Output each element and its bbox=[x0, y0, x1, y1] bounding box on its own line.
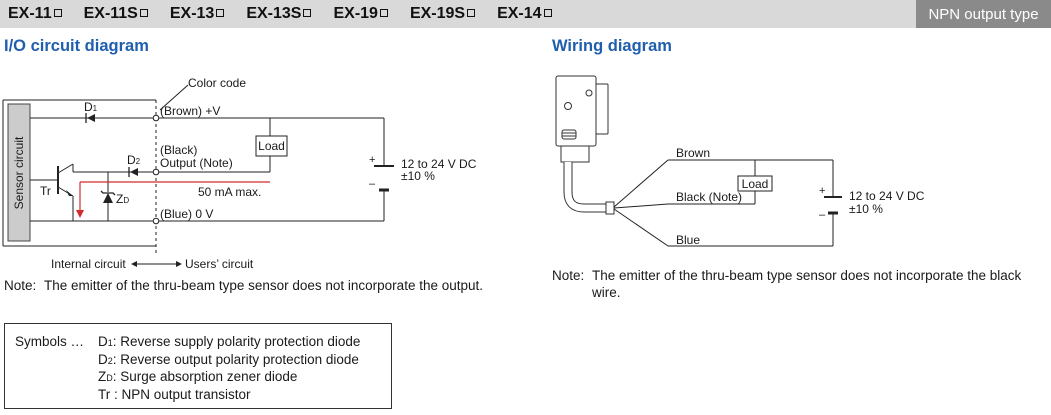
d2-diode-icon bbox=[130, 168, 138, 176]
variant-square-icon bbox=[543, 9, 552, 17]
black-label: Black (Note) bbox=[676, 190, 742, 204]
symbol-row-zd: ZD: Surge absorption zener diode bbox=[15, 369, 391, 387]
blue-label: Blue bbox=[676, 233, 700, 247]
symbol-row-d2: D2: Reverse output polarity protection d… bbox=[15, 352, 391, 370]
variant-square-icon bbox=[216, 9, 225, 17]
zener-diode-icon bbox=[103, 193, 113, 203]
symbols-prefix: Symbols … bbox=[15, 334, 85, 349]
zd-label: ZD bbox=[116, 192, 129, 206]
zener-diode-bar bbox=[100, 190, 116, 196]
io-note-text: The emitter of the thru-beam type sensor… bbox=[44, 278, 484, 293]
model-header-bar: EX-11 EX-11S EX-13 EX-13S EX-19 EX-19S E… bbox=[0, 0, 1051, 28]
symbol-zd: Z bbox=[98, 369, 107, 384]
d2-label: D2 bbox=[127, 153, 141, 167]
output-note-label: Output (Note) bbox=[160, 156, 233, 170]
brown-wire-label: (Brown) +V bbox=[160, 104, 220, 118]
variant-square-icon bbox=[467, 9, 476, 17]
sensor-mount-hole-side bbox=[585, 89, 593, 97]
symbol-d1: D bbox=[98, 334, 108, 349]
model-ex-13: EX-13 bbox=[170, 5, 225, 23]
terminal-brown bbox=[152, 114, 160, 122]
terminal-blue bbox=[152, 217, 160, 225]
symbols-legend-box: Symbols … D1: Reverse supply polarity pr… bbox=[4, 323, 392, 409]
wiring-diagram: Brown Black (Note) Blue Load + – 12 to 2… bbox=[555, 75, 925, 247]
supply-minus-label: – bbox=[819, 209, 826, 221]
load-box bbox=[737, 175, 773, 192]
sensor-cable-inner bbox=[564, 162, 608, 212]
load-label: Load bbox=[258, 139, 285, 153]
model-ex-11: EX-11 bbox=[8, 5, 62, 23]
current-label: 50 mA max. bbox=[198, 185, 261, 199]
wiring-note: Note: The emitter of the thru-beam type … bbox=[552, 267, 1032, 301]
supply-minus-label: – bbox=[369, 178, 376, 190]
model-ex-19s: EX-19S bbox=[410, 5, 476, 23]
symbol-zd-sub: D bbox=[106, 373, 113, 383]
sensor-circuit-box bbox=[7, 103, 31, 242]
symbol-row-tr: Tr : NPN output transistor bbox=[15, 387, 391, 404]
supply-voltage-label: 12 to 24 V DC bbox=[849, 189, 925, 203]
supply-plus-label: + bbox=[369, 154, 375, 166]
supply-plus-label: + bbox=[819, 185, 825, 197]
symbol-d2-desc: : Reverse output polarity protection dio… bbox=[112, 351, 359, 367]
black-wire bbox=[613, 203, 669, 209]
model-ex-19: EX-19 bbox=[333, 5, 388, 23]
tr-label: Tr bbox=[40, 184, 51, 198]
symbol-zd-desc: : Surge absorption zener diode bbox=[112, 369, 298, 384]
wiring-note-text: The emitter of the thru-beam type sensor… bbox=[592, 268, 1022, 300]
model-ex-14: EX-14 bbox=[497, 5, 552, 23]
variant-square-icon bbox=[139, 9, 148, 17]
blue-wire bbox=[613, 208, 669, 247]
load-label: Load bbox=[742, 177, 769, 191]
symbol-row-d1: Symbols … D1: Reverse supply polarity pr… bbox=[15, 334, 391, 352]
supply-voltage-label: 12 to 24 V DC bbox=[401, 157, 477, 171]
color-code-label: Color code bbox=[188, 76, 246, 90]
wiring-note-label: Note: bbox=[552, 268, 585, 283]
transistor-emitter-arrow bbox=[66, 190, 73, 196]
symbol-d1-desc: : Reverse supply polarity protection dio… bbox=[112, 334, 361, 349]
io-note-label: Note: bbox=[4, 278, 37, 293]
supply-tolerance-label: ±10 % bbox=[401, 169, 435, 183]
variant-square-icon bbox=[53, 9, 62, 17]
io-circuit-note: Note: The emitter of the thru-beam type … bbox=[4, 277, 484, 294]
terminal-black bbox=[152, 168, 160, 176]
brown-wire bbox=[613, 159, 669, 208]
variant-square-icon bbox=[303, 9, 312, 17]
sensor-head bbox=[595, 83, 609, 135]
left-arrow-icon bbox=[131, 261, 137, 267]
d1-label: D1 bbox=[84, 100, 98, 114]
model-list: EX-11 EX-11S EX-13 EX-13S EX-19 EX-19S E… bbox=[0, 5, 574, 23]
supply-tolerance-label: ±10 % bbox=[849, 202, 883, 216]
io-circuit-title: I/O circuit diagram bbox=[4, 37, 149, 55]
internal-circuit-label: Internal circuit bbox=[51, 257, 126, 271]
io-circuit-diagram: Color code Sensor circuit D1 D2 ZD Tr (B… bbox=[2, 76, 477, 271]
symbol-tr-desc: : NPN output transistor bbox=[110, 386, 251, 402]
d1-diode-icon bbox=[87, 114, 95, 122]
right-arrow-icon bbox=[176, 261, 182, 267]
sensor-mount-hole-top bbox=[564, 102, 572, 110]
wiring-diagram-title: Wiring diagram bbox=[552, 37, 672, 55]
symbol-tr: Tr bbox=[98, 386, 111, 402]
cable-end-sleeve bbox=[605, 201, 615, 215]
output-type-badge: NPN output type bbox=[916, 0, 1051, 28]
load-box bbox=[255, 135, 288, 157]
symbol-d1-sub: 1 bbox=[107, 338, 113, 348]
brown-label: Brown bbox=[676, 146, 710, 160]
variant-square-icon bbox=[379, 9, 388, 17]
symbol-d2: D bbox=[98, 351, 108, 367]
users-circuit-label: Users’ circuit bbox=[185, 257, 254, 271]
sensor-indicator-slot bbox=[561, 129, 577, 140]
model-ex-13s: EX-13S bbox=[246, 5, 312, 23]
sensor-circuit-label: Sensor circuit bbox=[12, 136, 26, 209]
current-arrow-head-icon bbox=[76, 210, 84, 218]
symbol-d2-sub: 2 bbox=[107, 355, 113, 366]
blue-wire-label: (Blue) 0 V bbox=[160, 207, 213, 221]
black-wire-label: (Black) bbox=[160, 143, 197, 157]
transistor-collector bbox=[57, 163, 74, 174]
sensor-cable-gland bbox=[560, 145, 590, 163]
color-code-leader bbox=[159, 84, 189, 111]
model-ex-11s: EX-11S bbox=[84, 5, 148, 23]
